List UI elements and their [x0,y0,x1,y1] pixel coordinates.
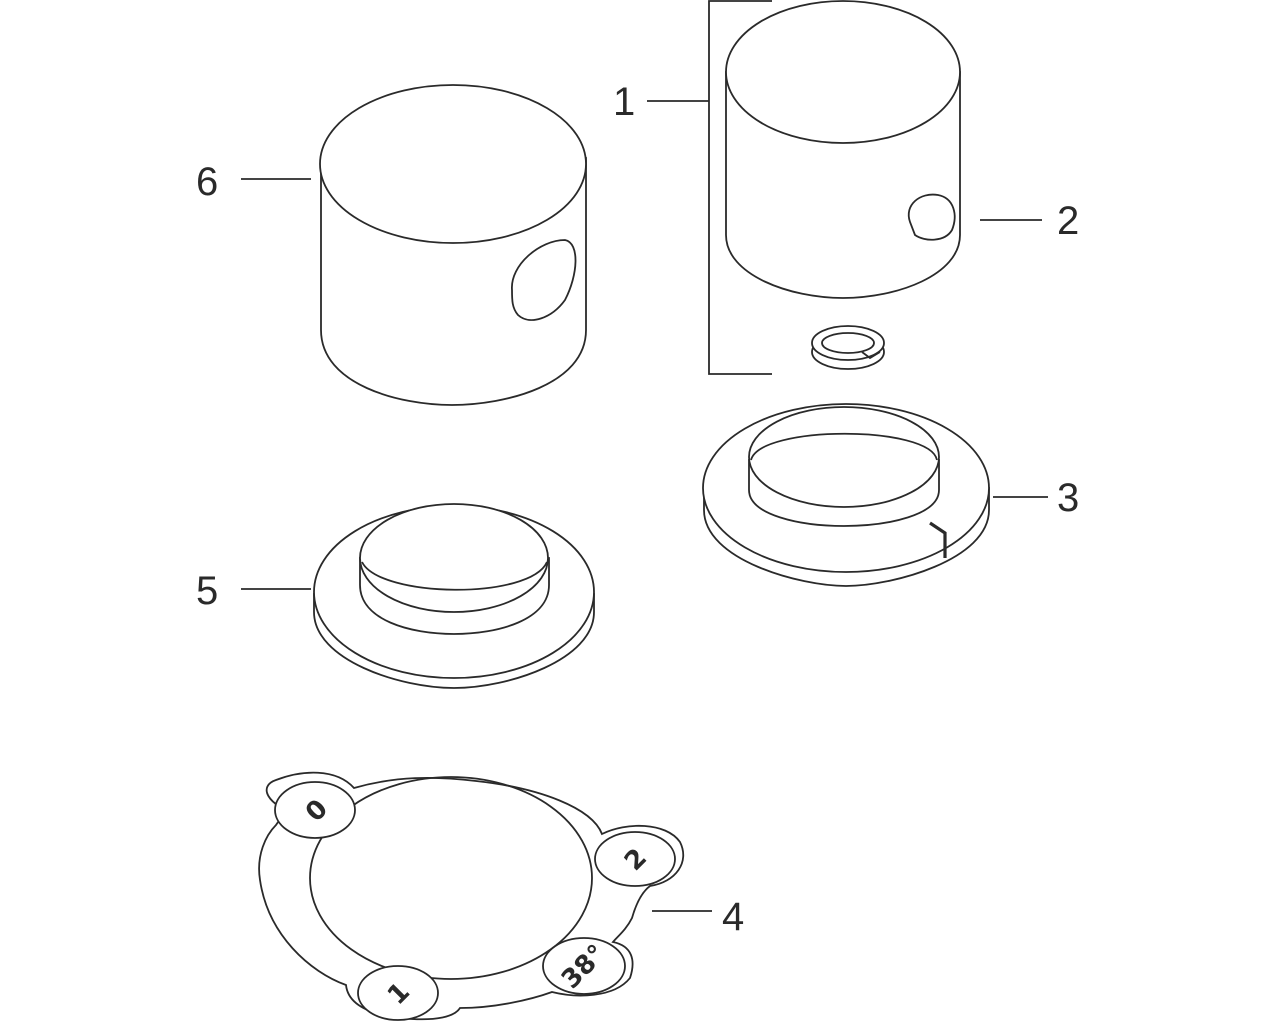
leader-lines [241,178,1048,912]
badge-2: 2 [594,831,676,887]
part-6-knob [319,84,587,406]
part-4-marking-plate: 0 2 38° 1 [258,771,685,1021]
retaining-ring [811,325,885,370]
callout-4: 4 [722,895,744,939]
callout-2: 2 [1057,199,1079,243]
callout-1: 1 [613,80,635,124]
part-5-rosette [313,503,595,689]
part-3-rosette [702,403,990,587]
callout-5: 5 [196,569,218,613]
part-1-knob-assembly [725,0,961,370]
badge-38: 38° [542,937,626,995]
badge-0: 0 [274,781,356,839]
badge-1: 1 [357,965,439,1021]
callout-3: 3 [1057,476,1079,520]
callout-1-bracket [647,0,772,375]
callout-6: 6 [196,160,218,204]
